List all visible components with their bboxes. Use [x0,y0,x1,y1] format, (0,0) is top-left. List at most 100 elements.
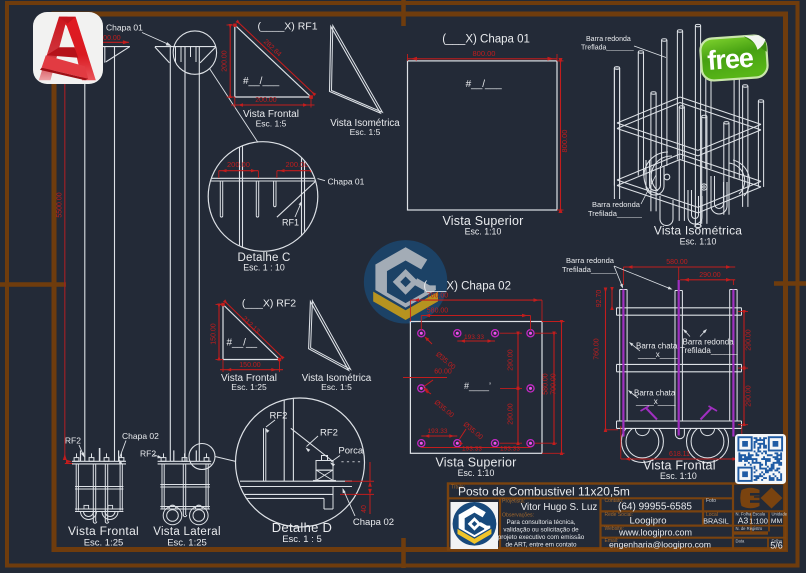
svg-text:Email:: Email: [605,538,619,544]
svg-text:Vista Frontal: Vista Frontal [643,459,716,473]
svg-text:Barra redonda: Barra redonda [592,200,641,209]
svg-text:Barra redonda: Barra redonda [566,256,615,265]
svg-text:Local: Local [706,512,718,518]
svg-text:Esc. 1:10: Esc. 1:10 [465,227,502,237]
svg-text:5/6: 5/6 [770,541,783,551]
svg-text:____x____: ____x____ [637,350,678,359]
svg-text:engenharia@loogipro.com: engenharia@loogipro.com [609,540,711,550]
svg-text:(64) 99955-6585: (64) 99955-6585 [618,502,692,513]
svg-text:700.00: 700.00 [427,292,449,299]
svg-text:Vista Isométrica: Vista Isométrica [302,373,372,384]
svg-text:RF1: RF1 [282,218,299,228]
svg-text:Chapa 01: Chapa 01 [328,177,365,187]
svg-text:RF2: RF2 [65,435,81,445]
svg-text:Barra chata: Barra chata [634,389,676,398]
svg-text:Data: Data [736,539,746,544]
svg-text:Vista Superior: Vista Superior [442,214,523,228]
svg-text:Para consultoria técnica,: Para consultoria técnica, [507,519,576,526]
svg-text:projeto executivo com emissão: projeto executivo com emissão [498,534,585,541]
svg-text:200.00: 200.00 [227,160,250,169]
svg-text:193.33: 193.33 [500,445,520,452]
svg-text:RF2: RF2 [140,449,156,459]
svg-text:760.00: 760.00 [594,338,601,360]
svg-text:#____’: #____’ [464,381,491,391]
svg-text:Loogipro: Loogipro [630,516,667,527]
svg-text:200.00: 200.00 [222,50,229,72]
svg-text:Posto de Combustivel 11x20,5m: Posto de Combustivel 11x20,5m [458,485,630,499]
svg-text:Barra chata: Barra chata [636,342,678,351]
svg-text:Treflada_______: Treflada_______ [581,45,634,52]
svg-text:Contato:: Contato: [605,498,624,504]
svg-text:92.70: 92.70 [596,290,603,308]
svg-text:Vista Frontal: Vista Frontal [68,524,139,538]
svg-text:Esc. 1 : 10: Esc. 1 : 10 [243,263,285,273]
svg-text:Folha: Folha [772,539,783,544]
svg-text:Esc. 1:5: Esc. 1:5 [321,382,352,392]
svg-text:#__/___: #__/___ [466,79,503,90]
svg-text:Observações:: Observações: [502,512,534,518]
svg-text:Vista Isométrica: Vista Isométrica [330,118,400,129]
svg-text:Vista Lateral: Vista Lateral [153,526,221,538]
svg-text:193.33: 193.33 [462,445,482,452]
svg-text:free: free [706,43,754,76]
svg-text:800.00: 800.00 [473,49,496,58]
svg-text:Vista Frontal: Vista Frontal [243,109,299,120]
svg-text:Vista Isométrica: Vista Isométrica [654,224,742,238]
svg-text:Porca: Porca [338,446,364,457]
svg-text:200.00: 200.00 [286,160,309,169]
svg-text:- - - -: - - - - [341,457,361,467]
svg-text:Chapa 02: Chapa 02 [122,431,159,441]
svg-text:Esc. 1:5: Esc. 1:5 [256,119,287,129]
svg-text:Esc. 1:25: Esc. 1:25 [231,382,267,392]
svg-text:Trefilada______: Trefilada______ [680,346,738,355]
svg-text:RF2: RF2 [320,428,338,439]
svg-text:N. de Registro: N. de Registro [736,526,763,531]
svg-text:validação ou solicitação de: validação ou solicitação de [503,527,579,534]
svg-text:Rede Social:: Rede Social: [605,512,633,518]
svg-text:www.loogipro.com: www.loogipro.com [618,528,692,538]
svg-text:Vista Frontal: Vista Frontal [221,373,277,384]
svg-text:193.33: 193.33 [464,334,484,341]
svg-text:#__/__: #__/__ [227,338,258,349]
svg-text:Website:: Website: [605,526,624,532]
svg-text:Foto: Foto [706,498,716,504]
svg-text:Esc. 1:10: Esc. 1:10 [660,471,697,481]
svg-text:Trefilada______: Trefilada______ [588,209,643,218]
svg-text:RF2: RF2 [270,410,288,421]
svg-text:Vitor Hugo S. Luz: Vitor Hugo S. Luz [521,502,598,513]
svg-text:(____X) RF1: (____X) RF1 [257,21,317,33]
svg-text:580.00: 580.00 [427,308,449,315]
svg-text:290.00: 290.00 [508,403,515,425]
svg-text:(___X) Chapa 01: (___X) Chapa 01 [442,34,530,46]
svg-text:Esc. 1:5: Esc. 1:5 [350,127,381,137]
svg-text:290.00: 290.00 [699,272,721,279]
svg-text:A3: A3 [738,516,749,526]
svg-text:1:100: 1:100 [749,517,768,526]
svg-text:290.00: 290.00 [746,385,753,407]
svg-text:Barra redonda: Barra redonda [683,338,735,347]
svg-text:MM: MM [771,518,783,525]
svg-text:Escala: Escala [753,512,766,517]
svg-text:200.00: 200.00 [255,97,277,104]
svg-text:150.00: 150.00 [239,362,261,369]
svg-text:618.11: 618.11 [669,451,690,458]
svg-text:60.00: 60.00 [434,369,452,376]
svg-text:290.00: 290.00 [508,349,515,371]
svg-text:193.33: 193.33 [428,428,448,435]
svg-text:290.00: 290.00 [746,329,753,351]
svg-text:150.00: 150.00 [211,323,218,345]
svg-text:800.00: 800.00 [560,130,569,153]
svg-text:Esc. 1:25: Esc. 1:25 [84,538,124,549]
svg-text:Barra redonda: Barra redonda [586,36,631,43]
svg-text:(___X) RF2: (___X) RF2 [242,298,296,310]
svg-text:580.00: 580.00 [543,373,550,395]
svg-text:580.00: 580.00 [666,259,688,266]
svg-text:Detalhe C: Detalhe C [238,252,291,264]
svg-text:Esc. 1:25: Esc. 1:25 [167,538,207,549]
svg-text:Esc. 1:10: Esc. 1:10 [458,468,495,478]
svg-text:Trefilada______: Trefilada______ [562,265,617,274]
svg-text:Chapa 01: Chapa 01 [106,23,143,33]
svg-text:#__/___: #__/___ [243,76,280,87]
svg-text:Vista Superior: Vista Superior [435,456,516,470]
svg-text:Esc. 1:10: Esc. 1:10 [680,237,717,247]
